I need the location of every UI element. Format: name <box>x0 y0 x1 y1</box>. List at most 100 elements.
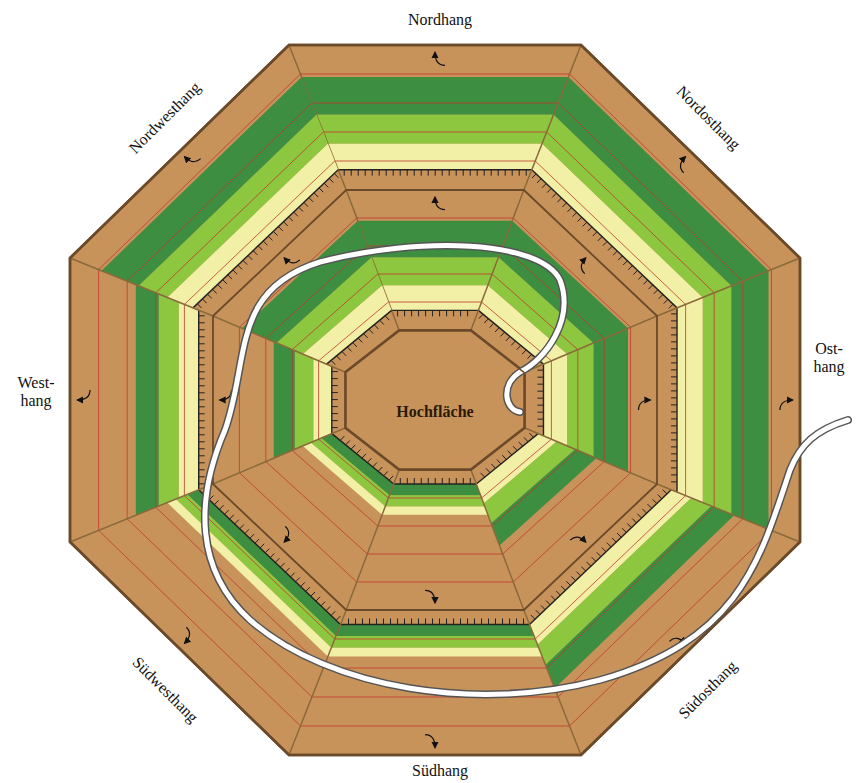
runoff-arrow <box>581 258 585 274</box>
hachure <box>332 371 338 372</box>
contour-line <box>630 327 631 473</box>
hachure <box>342 351 346 355</box>
hachure <box>537 377 543 378</box>
hachure <box>199 462 205 463</box>
hachure <box>273 231 277 235</box>
hachure <box>425 310 426 316</box>
hachure <box>421 478 422 484</box>
hachure <box>332 392 338 393</box>
hachure <box>453 310 454 316</box>
hachure <box>414 478 415 484</box>
hachure <box>567 208 571 212</box>
hachure <box>669 304 673 308</box>
hachure <box>486 468 490 472</box>
plateau <box>345 330 525 470</box>
hachure <box>460 310 461 316</box>
hachure <box>296 578 300 582</box>
outer-boundary <box>70 45 800 755</box>
hachure <box>509 619 510 625</box>
hachure <box>199 392 205 393</box>
contour-line <box>492 450 578 526</box>
hachure <box>362 454 366 458</box>
hachure <box>243 260 247 264</box>
hachure <box>301 582 305 586</box>
hachure <box>481 473 485 477</box>
hachure <box>446 310 447 316</box>
vegetation-band <box>167 499 331 656</box>
hachure <box>219 505 223 509</box>
hachure <box>671 327 677 328</box>
hachure <box>199 469 205 470</box>
hachure <box>658 494 662 498</box>
hachure <box>355 619 356 625</box>
runoff-arrow <box>435 197 445 210</box>
hachure <box>449 478 450 484</box>
contour-line <box>99 530 301 726</box>
hachure <box>404 310 405 316</box>
contour-line <box>292 274 378 350</box>
plateau-label: Hochfläche <box>396 379 473 421</box>
contour-line <box>318 361 319 439</box>
contour-line <box>503 246 605 338</box>
hachure <box>506 337 510 341</box>
hachure <box>664 299 668 303</box>
hachure <box>484 170 485 176</box>
hachure <box>671 376 677 377</box>
hachure <box>373 463 377 467</box>
hachure <box>356 449 360 453</box>
hachure <box>418 619 419 625</box>
slope-divider <box>471 190 524 330</box>
hachure <box>671 418 677 419</box>
contour-line <box>155 293 156 507</box>
hachure <box>378 467 382 471</box>
contour-line <box>577 350 578 451</box>
road-edge <box>205 246 848 695</box>
hachure <box>490 323 494 327</box>
hachure <box>479 314 483 318</box>
hachure <box>671 369 677 370</box>
slope-divider <box>289 610 346 755</box>
contour-line <box>388 302 481 303</box>
hachure <box>411 310 412 316</box>
hachure <box>199 441 205 442</box>
vegetation-band <box>703 286 732 514</box>
hachure <box>199 378 205 379</box>
hachure <box>649 285 653 289</box>
hachure <box>537 426 543 427</box>
contour-line <box>570 530 772 726</box>
hachure <box>671 320 677 321</box>
hachure <box>199 476 205 477</box>
hachure <box>367 458 371 462</box>
hachure <box>608 246 612 250</box>
hachure <box>449 170 450 176</box>
hachure <box>505 170 506 176</box>
hachure <box>671 355 677 356</box>
hachure <box>613 251 617 255</box>
vegetation-band <box>546 506 735 688</box>
hachure <box>463 478 464 484</box>
slope-divider <box>525 428 657 484</box>
hachure <box>491 170 492 176</box>
hachure <box>497 460 501 464</box>
hachure <box>474 619 475 625</box>
hachure <box>248 255 252 259</box>
runoff-arrow <box>680 157 685 173</box>
hachure <box>379 170 380 176</box>
hachure <box>432 310 433 316</box>
hachure <box>671 425 677 426</box>
hachure <box>202 299 206 303</box>
slope-boundary <box>213 190 657 610</box>
hachure <box>358 170 359 176</box>
slope-label: West- hang <box>18 374 55 411</box>
vegetation-band <box>390 484 481 495</box>
vegetation-band <box>303 443 386 515</box>
hachure <box>329 178 333 182</box>
hachure <box>400 170 401 176</box>
hachure <box>425 619 426 625</box>
hachure <box>199 448 205 449</box>
hachure <box>258 246 262 250</box>
hachure <box>199 371 205 372</box>
contour-line <box>292 350 293 451</box>
hachure <box>255 539 259 543</box>
hachure <box>460 619 461 625</box>
